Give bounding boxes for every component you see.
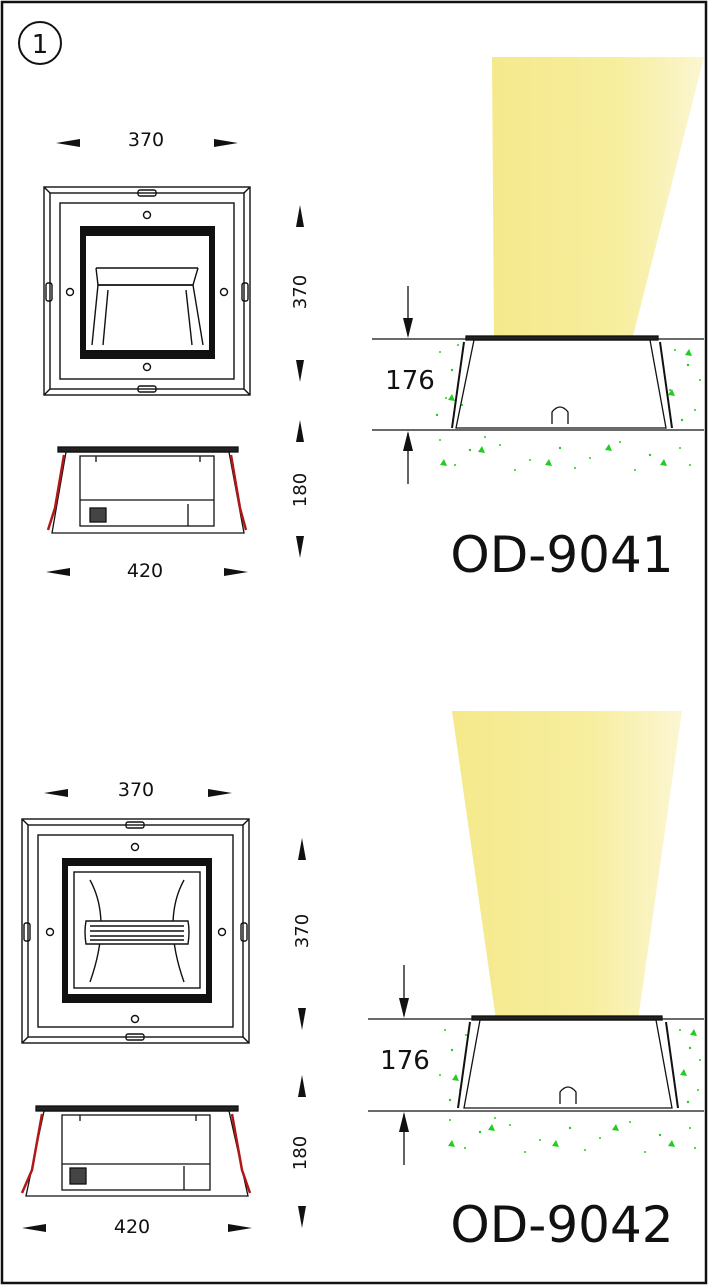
- light-beam: [492, 57, 704, 340]
- top-width-label: 370: [128, 129, 164, 151]
- top-view: [43, 186, 251, 396]
- side-height-label: 180: [290, 1136, 311, 1170]
- model-number: OD-9042: [450, 1196, 673, 1254]
- side-view: [46, 446, 248, 534]
- side-height-label: 180: [290, 473, 311, 507]
- sheet-number: 1: [32, 30, 49, 60]
- top-depth-dimension: 370: [292, 838, 313, 1030]
- gravel-fill: [435, 344, 701, 471]
- top-width-label: 370: [118, 779, 154, 801]
- side-height-dimension: 180: [290, 1075, 311, 1228]
- base-width-dimension: 420: [46, 560, 248, 582]
- side-height-dimension: 180: [290, 420, 311, 558]
- top-depth-label: 370: [292, 914, 313, 948]
- base-width-label: 420: [127, 560, 163, 582]
- gravel-fill: [439, 1029, 701, 1153]
- light-beam: [452, 711, 682, 1020]
- install-depth-label: 176: [380, 1046, 430, 1076]
- top-width-dimension: 370: [44, 779, 232, 801]
- install-depth-dimension: [403, 286, 413, 484]
- base-width-label: 420: [114, 1216, 150, 1238]
- top-depth-label: 370: [290, 275, 311, 309]
- installation-section: 176: [368, 711, 704, 1165]
- top-depth-dimension: 370: [290, 205, 311, 382]
- side-view: [20, 1105, 252, 1197]
- product-1-drawing: 370 370: [43, 57, 704, 584]
- product-2-drawing: 370 370: [20, 711, 704, 1254]
- installed-fixture: [457, 1015, 679, 1109]
- installation-section: 176: [372, 57, 704, 484]
- sheet-number-badge: 1: [18, 21, 62, 65]
- model-number: OD-9041: [450, 526, 673, 584]
- install-depth-label: 176: [385, 366, 435, 396]
- top-view: [21, 818, 250, 1044]
- base-width-dimension: 420: [22, 1216, 252, 1238]
- installed-fixture: [451, 335, 673, 429]
- top-width-dimension: 370: [56, 129, 238, 151]
- install-depth-dimension: [399, 965, 409, 1165]
